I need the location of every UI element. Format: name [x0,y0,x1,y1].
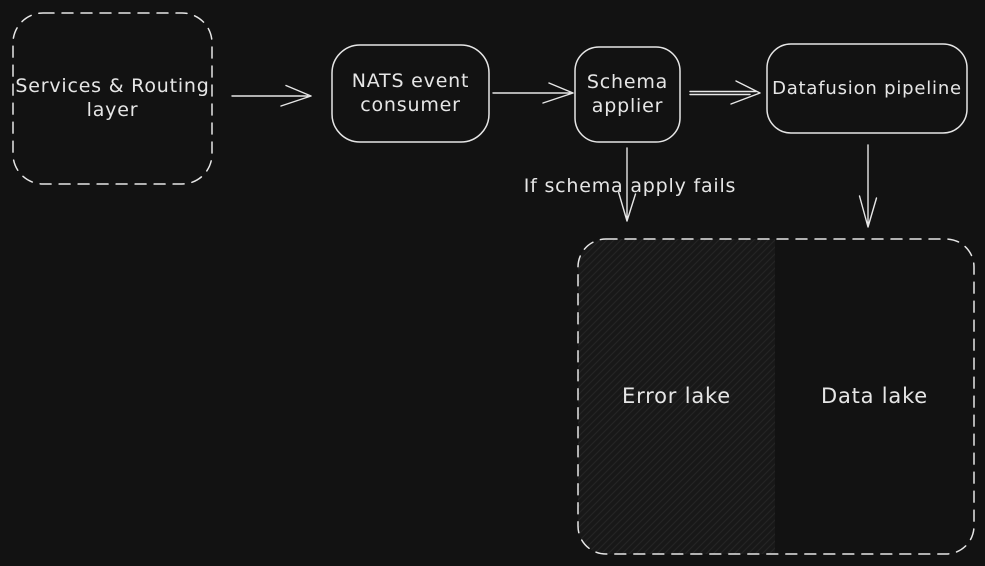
arrow-nats-to-schema [492,82,574,104]
schema-node-label: Schema applier [575,47,680,142]
lake-container-outline [577,238,975,555]
services-node-label: Services & Routing layer [13,13,212,184]
datafusion-box-outline [766,43,968,134]
services-label-line1: Services & Routing [15,75,210,98]
fail-condition-annotation: If schema apply fails [523,175,737,198]
arrow-schema-to-datafusion [689,80,761,105]
schema-label-line2: applier [591,94,664,117]
services-label-line2: layer [86,98,139,121]
error-lake-label: Error lake [622,383,731,408]
arrow-services-to-nats [231,84,312,107]
nats-label-line1: NATS event [351,70,470,93]
schema-label-line1: Schema [586,71,669,94]
arrow-schema-to-error-lake [617,147,637,222]
data-lake-label: Data lake [820,383,929,408]
arrow-datafusion-to-data-lake [858,144,878,228]
schema-box-outline [574,46,681,143]
datafusion-label-line1: Datafusion pipeline [772,77,962,99]
nats-node-label: NATS event consumer [332,45,489,142]
error-lake-hatch-fill [578,239,775,554]
nats-box-outline [331,44,490,143]
datafusion-node-label: Datafusion pipeline [767,44,967,133]
nats-label-line2: consumer [360,93,461,116]
